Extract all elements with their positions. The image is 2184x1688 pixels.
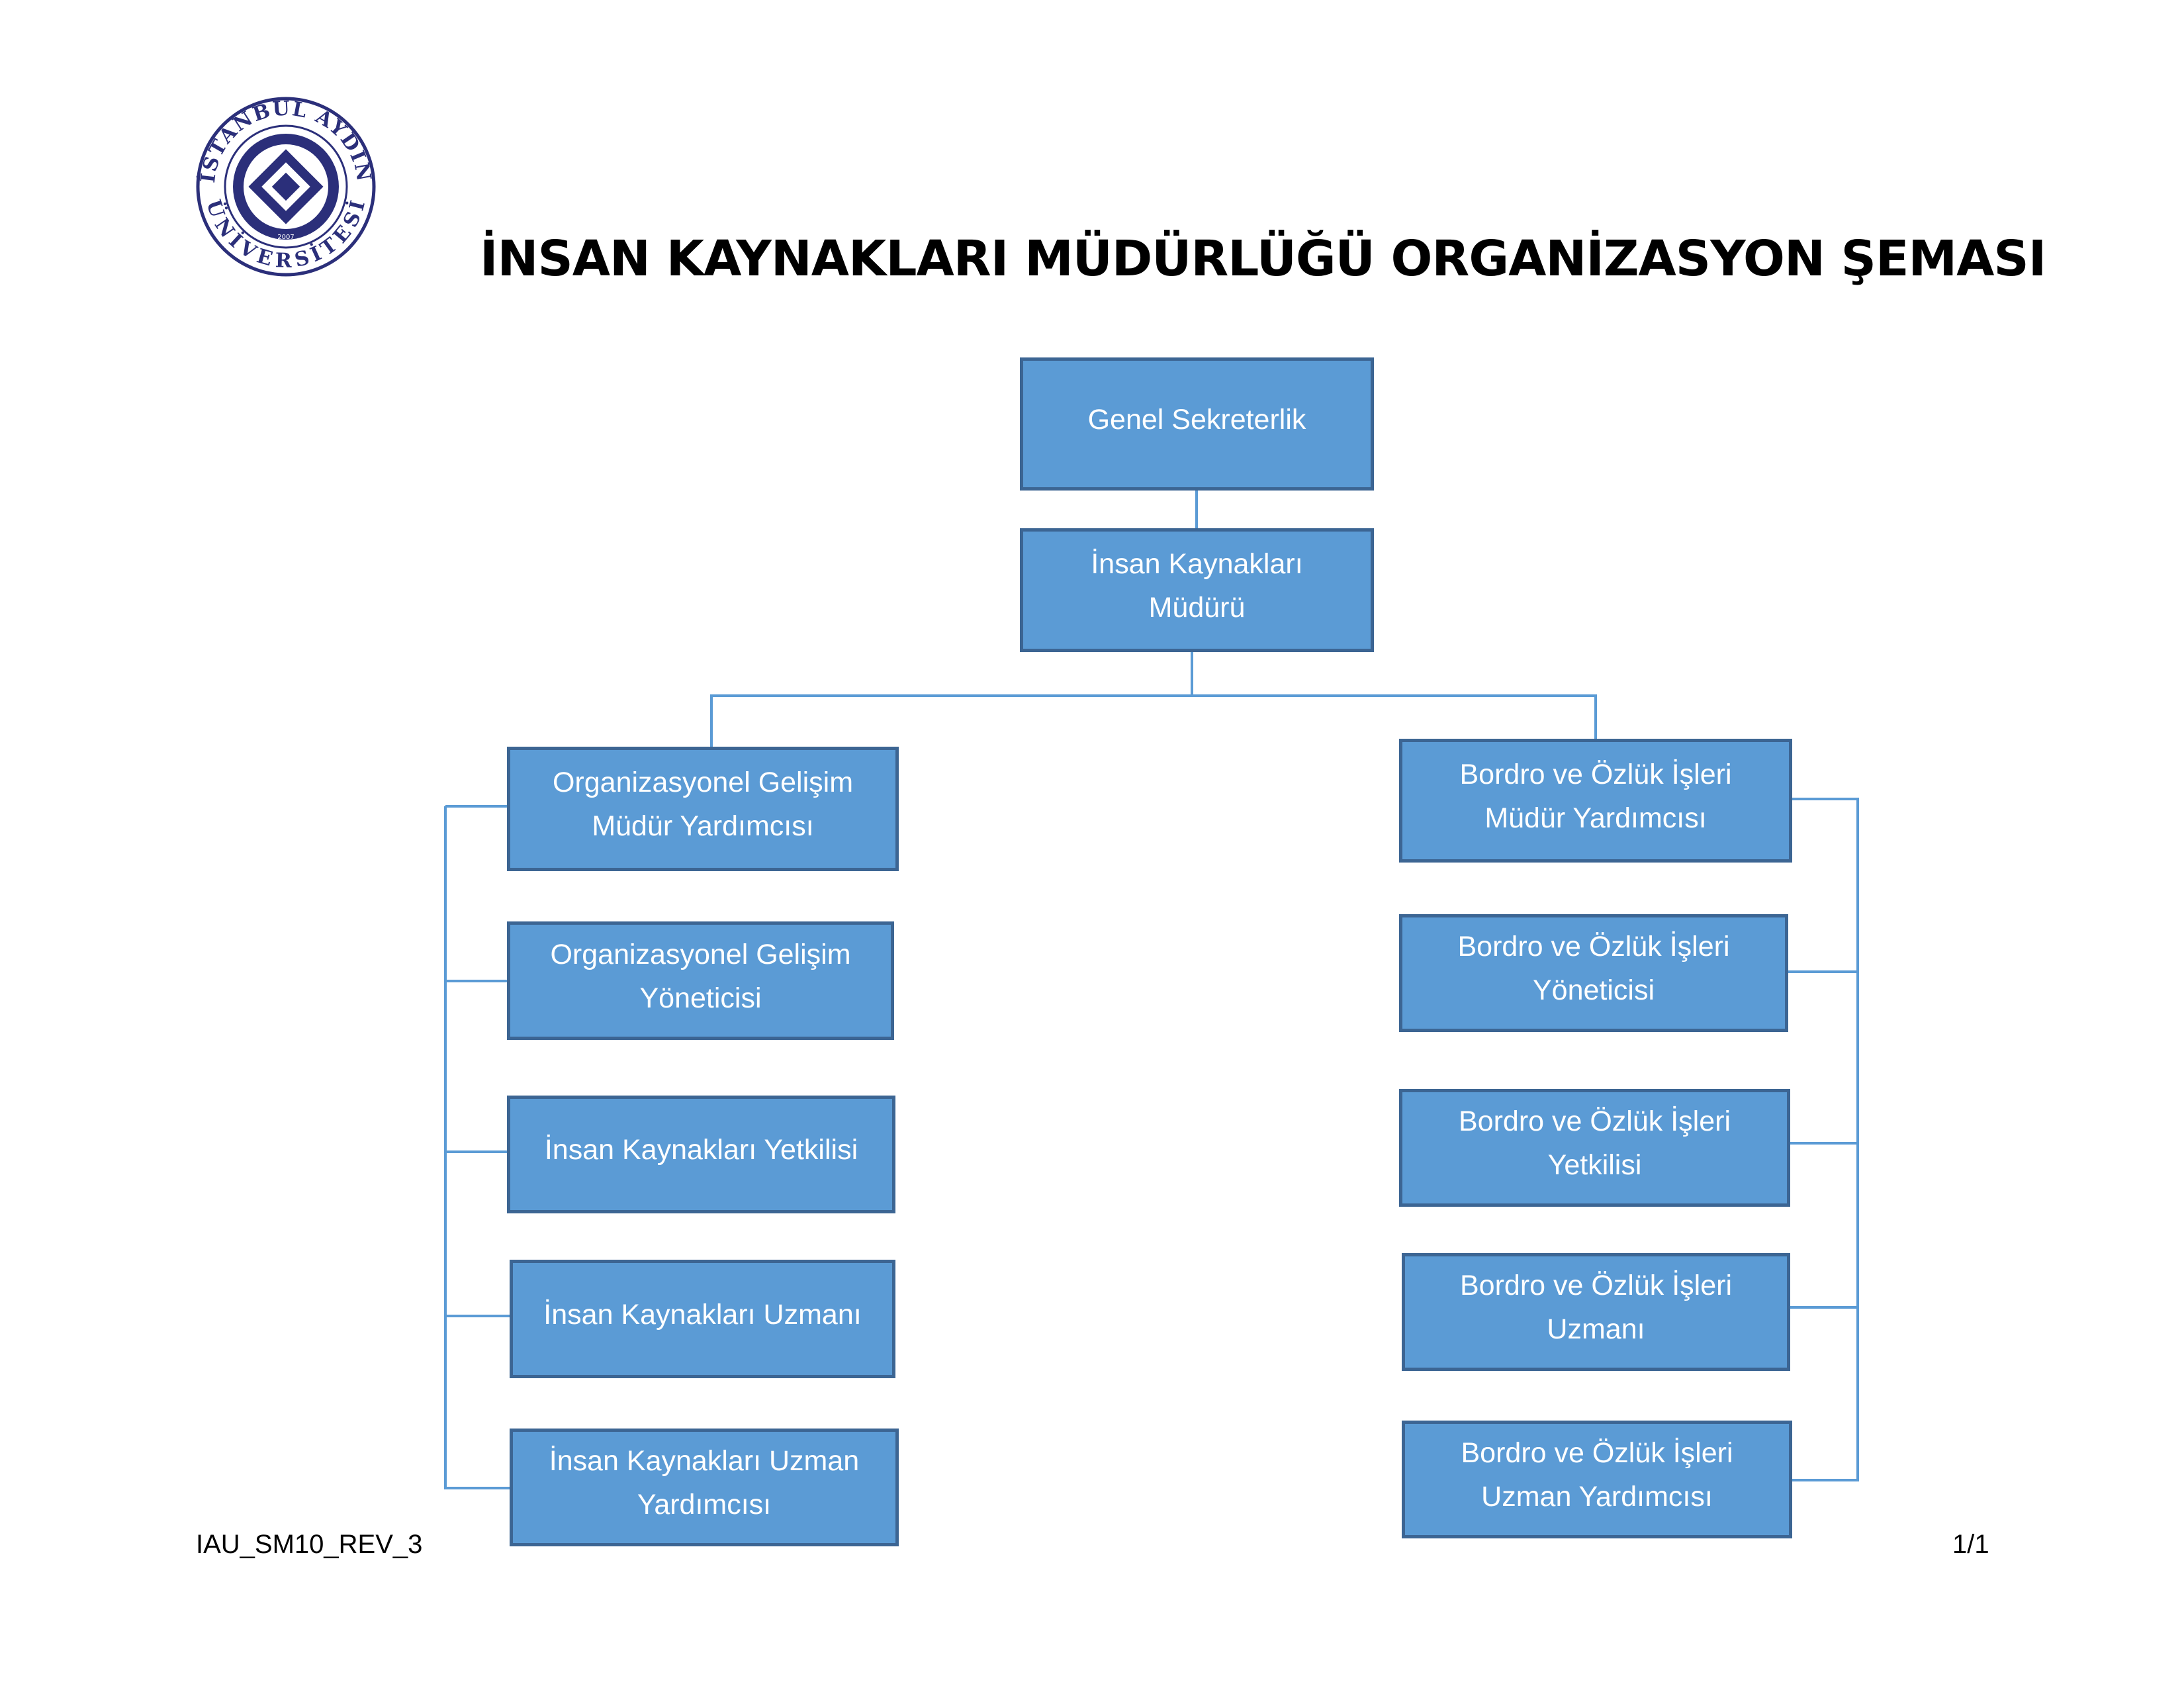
university-seal-logo: İSTANBUL AYDIN ÜNİVERSİTESİ 2007 [196, 97, 376, 277]
org-box-label: Genel Sekreterlik [1087, 403, 1306, 436]
org-box-genel-sekreterlik: Genel Sekreterlik [1020, 357, 1374, 491]
org-box-label: İnsan Kaynakları Uzman Yardımcısı [549, 1445, 860, 1521]
org-box-left-3: İnsan Kaynakları Yetkilisi [507, 1096, 895, 1213]
org-box-left-4: İnsan Kaynakları Uzmanı [510, 1260, 895, 1378]
org-box-label: İnsan Kaynakları Müdürü [1091, 547, 1303, 624]
org-box-label: Bordro ve Özlük İşleri Yetkilisi [1458, 1105, 1731, 1181]
org-box-right-3: Bordro ve Özlük İşleri Yetkilisi [1399, 1089, 1790, 1207]
org-box-label: Bordro ve Özlük İşleri Uzman Yardımcısı [1461, 1437, 1733, 1513]
org-box-label: Organizasyonel Gelişim Yöneticisi [550, 938, 851, 1014]
org-box-right-5: Bordro ve Özlük İşleri Uzman Yardımcısı [1402, 1421, 1792, 1538]
org-box-label: Bordro ve Özlük İşleri Uzmanı [1459, 1270, 1733, 1345]
org-box-right-1: Bordro ve Özlük İşleri Müdür Yardımcısı [1399, 739, 1792, 863]
org-box-right-2: Bordro ve Özlük İşleri Yöneticisi [1399, 914, 1788, 1032]
org-box-right-4: Bordro ve Özlük İşleri Uzmanı [1402, 1253, 1790, 1371]
org-box-left-1: Organizasyonel Gelişim Müdür Yardımcısı [507, 747, 899, 871]
org-box-label: İnsan Kaynakları Uzmanı [543, 1298, 862, 1331]
org-box-label: Bordro ve Özlük İşleri Yöneticisi [1457, 931, 1730, 1006]
org-box-label: Bordro ve Özlük İşleri Müdür Yardımcısı [1459, 758, 1732, 834]
document-code: IAU_SM10_REV_3 [196, 1530, 423, 1559]
org-box-left-5: İnsan Kaynakları Uzman Yardımcısı [510, 1429, 899, 1546]
page-number: 1/1 [1952, 1530, 1989, 1559]
org-box-insan-kaynaklari-muduru: İnsan Kaynakları Müdürü [1020, 528, 1374, 652]
page-title: İNSAN KAYNAKLARI MÜDÜRLÜĞÜ ORGANİZASYON … [480, 230, 2046, 287]
org-box-left-2: Organizasyonel Gelişim Yöneticisi [507, 921, 894, 1040]
org-box-label: İnsan Kaynakları Yetkilisi [544, 1134, 858, 1166]
org-box-label: Organizasyonel Gelişim Müdür Yardımcısı [552, 767, 854, 842]
svg-text:2007: 2007 [277, 234, 294, 241]
